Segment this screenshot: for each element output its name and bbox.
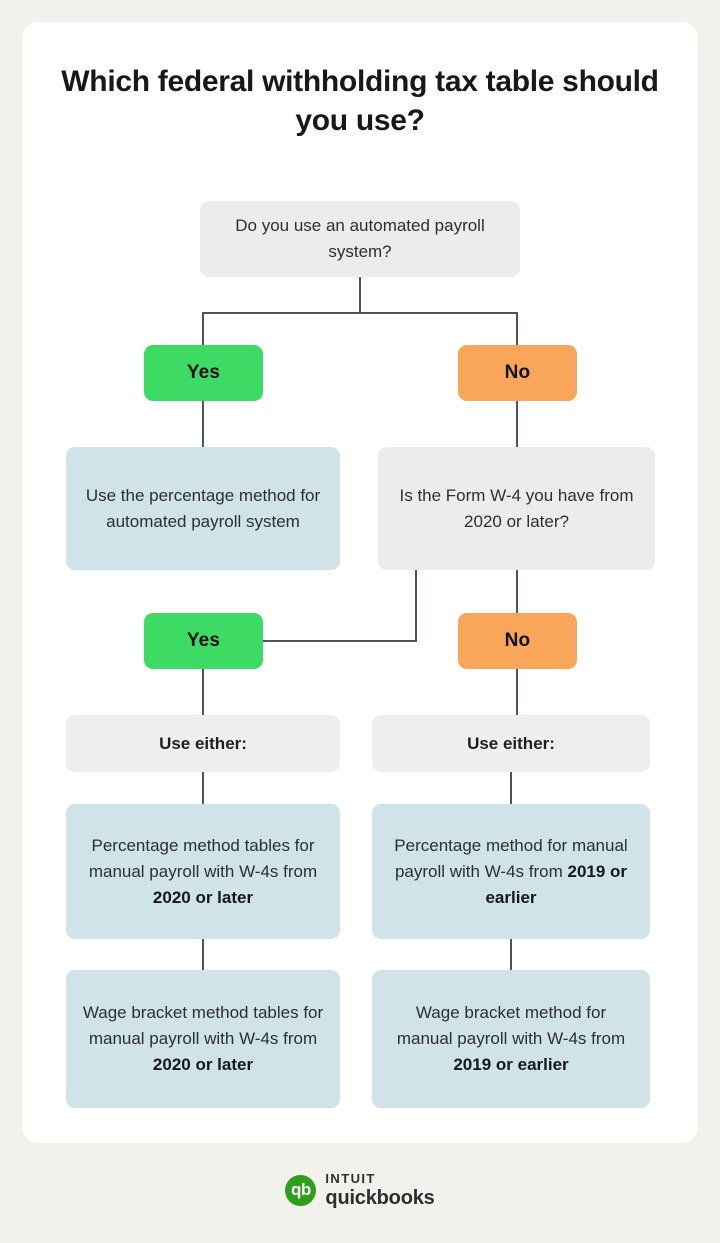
no-pill-level-2[interactable]: No bbox=[458, 613, 577, 669]
use-either-left-box: Use either: bbox=[66, 715, 340, 772]
outcome-right-wage-bracket-lead: Wage bracket method for manual payroll w… bbox=[396, 1003, 626, 1048]
outcome-left-wage-bracket-box: Wage bracket method tables for manual pa… bbox=[66, 970, 340, 1108]
yes-pill-level-2-label: Yes bbox=[186, 630, 221, 651]
connector-use-either-right-down bbox=[510, 772, 512, 804]
outcome-left-percentage-lead: Percentage method tables for manual payr… bbox=[88, 835, 318, 881]
outcome-right-percentage-lead: Percentage method for manual payroll wit… bbox=[394, 835, 628, 881]
connector-outcome-left-down bbox=[202, 939, 204, 970]
outcome-left-percentage-emphasis: 2020 or later bbox=[152, 887, 254, 907]
connector-to-yes-1 bbox=[202, 312, 204, 345]
left-result-automated-text: Use the percentage method for automated … bbox=[85, 485, 321, 531]
connector-yes2-down bbox=[202, 669, 204, 715]
use-either-right-box: Use either: bbox=[372, 715, 650, 772]
yes-pill-level-2[interactable]: Yes bbox=[144, 613, 263, 669]
outcome-left-wage-bracket-text: Wage bracket method tables for manual pa… bbox=[66, 1000, 340, 1078]
no-pill-level-1[interactable]: No bbox=[458, 345, 577, 401]
logo-wordmark: INTUIT quickbooks bbox=[325, 1172, 434, 1208]
yes-pill-level-1-label: Yes bbox=[186, 362, 221, 383]
connector-yes1-down bbox=[202, 401, 204, 447]
outcome-right-percentage-emphasis: 2019 or earlier bbox=[485, 861, 628, 907]
root-question-text: Do you use an automated payroll system? bbox=[235, 216, 485, 261]
quickbooks-monogram: qb bbox=[291, 1180, 311, 1199]
logo-quickbooks-text: quickbooks bbox=[325, 1187, 435, 1209]
outcome-right-wage-bracket-emphasis: 2019 or earlier bbox=[453, 1055, 569, 1074]
quickbooks-circle-icon: qb bbox=[285, 1174, 317, 1206]
connector-no2-down bbox=[516, 669, 518, 715]
w4-question-text: Is the Form W-4 you have from 2020 or la… bbox=[399, 485, 634, 531]
connector-outcome-right-down bbox=[510, 939, 512, 970]
connector-split-bar bbox=[202, 312, 518, 314]
connector-to-no-1 bbox=[516, 312, 518, 345]
outcome-right-wage-bracket-text: Wage bracket method for manual payroll w… bbox=[372, 1000, 650, 1078]
connector-w4-yes-stem bbox=[415, 570, 417, 641]
no-pill-level-2-label: No bbox=[504, 630, 531, 651]
connector-no1-down bbox=[516, 401, 518, 447]
outcome-right-wage-bracket-box: Wage bracket method for manual payroll w… bbox=[372, 970, 650, 1108]
logo-intuit-text: INTUIT bbox=[325, 1171, 376, 1186]
outcome-left-wage-bracket-emphasis: 2020 or later bbox=[152, 1055, 254, 1074]
connector-w4-no-stem bbox=[516, 570, 518, 613]
outcome-left-percentage-box: Percentage method tables for manual payr… bbox=[66, 804, 340, 939]
connector-root-stem bbox=[359, 277, 361, 313]
w4-question-box: Is the Form W-4 you have from 2020 or la… bbox=[378, 447, 655, 570]
connector-w4-yes-arm bbox=[263, 640, 417, 642]
use-either-left-label: Use either: bbox=[159, 733, 247, 753]
outcome-right-percentage-text: Percentage method for manual payroll wit… bbox=[372, 833, 650, 911]
outcome-left-wage-bracket-lead: Wage bracket method tables for manual pa… bbox=[82, 1003, 324, 1048]
connector-use-either-left-down bbox=[202, 772, 204, 804]
intuit-quickbooks-logo: qb INTUIT quickbooks bbox=[0, 1172, 720, 1208]
outcome-right-percentage-box: Percentage method for manual payroll wit… bbox=[372, 804, 650, 939]
outcome-left-percentage-text: Percentage method tables for manual payr… bbox=[66, 833, 340, 911]
no-pill-level-1-label: No bbox=[504, 362, 531, 383]
yes-pill-level-1[interactable]: Yes bbox=[144, 345, 263, 401]
left-result-automated-box: Use the percentage method for automated … bbox=[66, 447, 340, 570]
use-either-right-label: Use either: bbox=[467, 733, 555, 753]
page-title: Which federal withholding tax table shou… bbox=[61, 65, 659, 137]
root-question-box: Do you use an automated payroll system? bbox=[200, 201, 520, 277]
